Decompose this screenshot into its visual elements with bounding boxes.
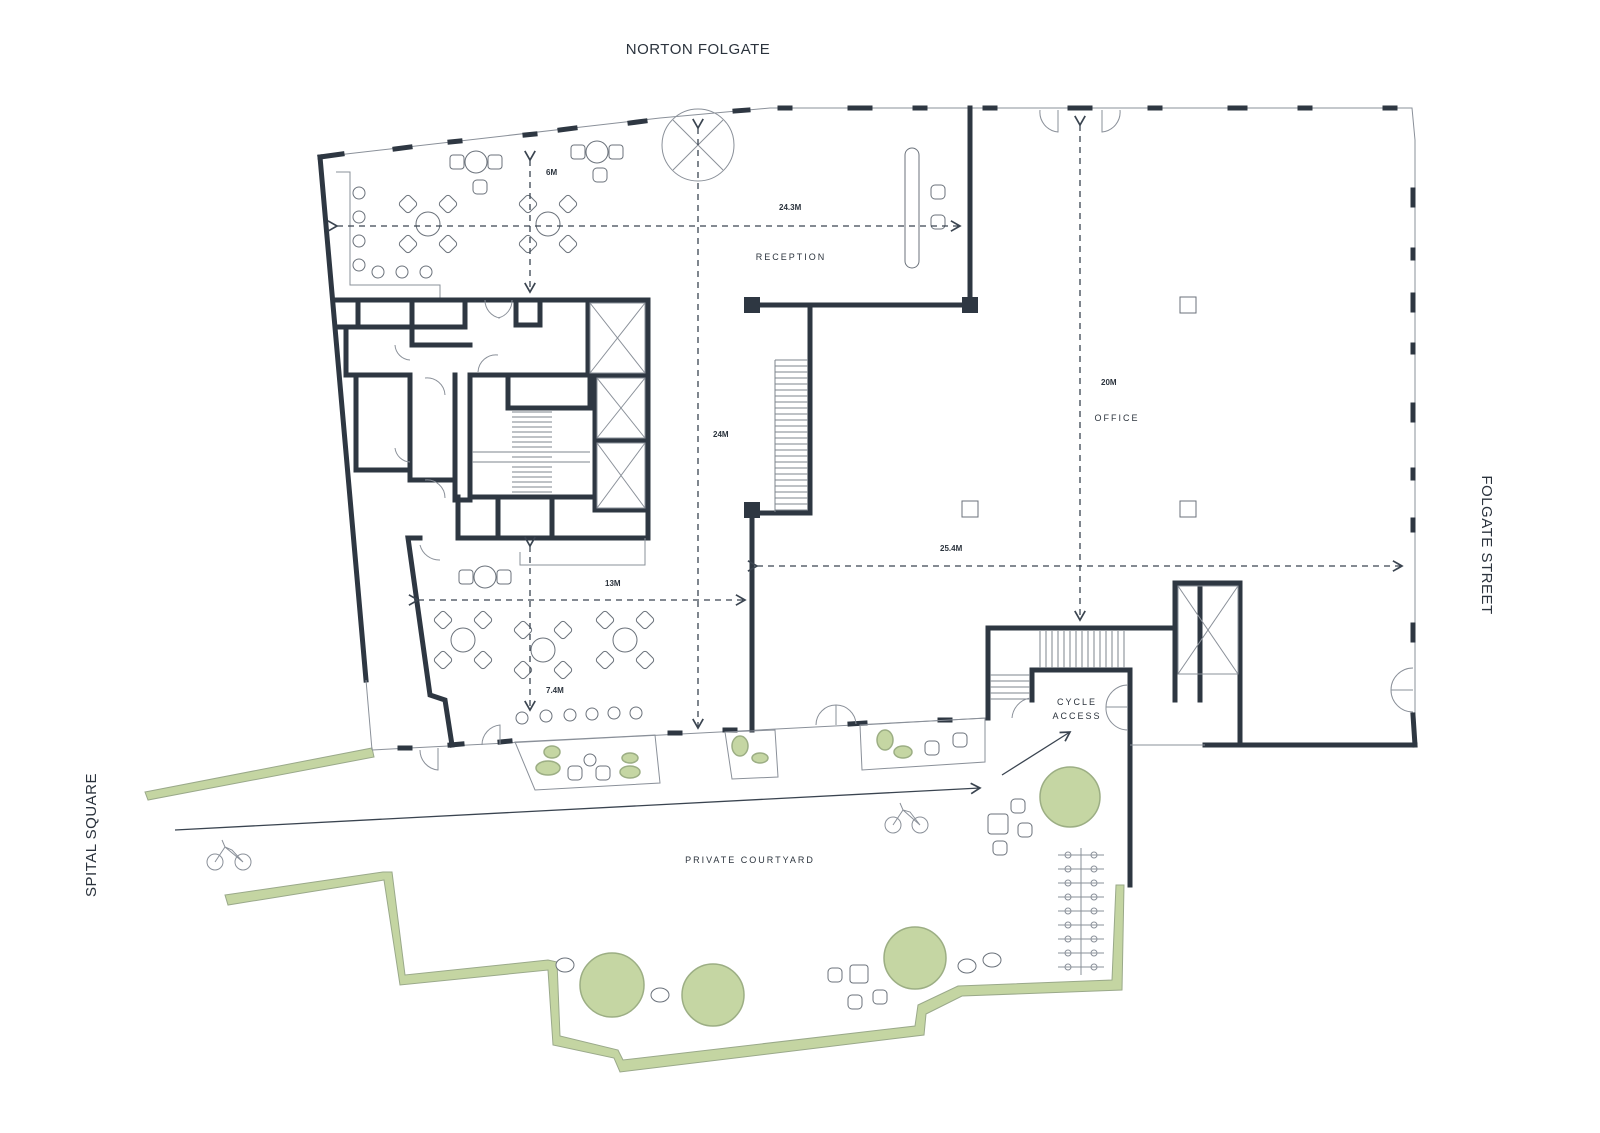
bicycle-icon <box>206 839 252 871</box>
cycle-stairs <box>990 631 1125 700</box>
dim-label-20m: 20M <box>1101 378 1117 387</box>
street-label-folgate-street: FOLGATE STREET <box>1478 475 1495 614</box>
room-label-reception: RECEPTION <box>756 252 827 262</box>
stool <box>419 265 433 279</box>
dim-label-13m: 13M <box>605 579 621 588</box>
room-label-cycle-access-2: ACCESS <box>1052 711 1101 721</box>
cycle-route <box>174 731 1104 975</box>
chair <box>1017 822 1033 838</box>
column <box>1179 296 1197 314</box>
table-with-chairs <box>449 150 503 174</box>
stool <box>629 706 643 720</box>
chair <box>472 179 488 195</box>
hedge-west <box>144 747 375 801</box>
dim-label-24m: 24M <box>713 430 729 439</box>
stool <box>607 706 621 720</box>
stool <box>352 210 366 224</box>
street-label-spital-square: SPITAL SQUARE <box>83 773 100 897</box>
stool <box>539 709 553 723</box>
room-label-private-courtyard: PRIVATE COURTYARD <box>685 855 815 865</box>
chair <box>930 214 946 230</box>
bike-racks <box>1058 848 1104 975</box>
stool <box>352 234 366 248</box>
table-with-chairs <box>398 194 458 254</box>
table-with-chairs <box>433 610 493 670</box>
chair <box>992 840 1008 856</box>
stepping-stone <box>982 952 1002 968</box>
table-with-chairs <box>458 565 512 589</box>
column <box>961 500 979 518</box>
room-label-cycle-access: CYCLE <box>1057 697 1097 707</box>
stool <box>515 711 529 725</box>
doors <box>394 109 1414 771</box>
chair <box>930 184 946 200</box>
column <box>1179 500 1197 518</box>
hedges <box>144 747 1125 1073</box>
dimension-lines <box>327 115 1404 730</box>
dim-label-25-4m: 25.4M <box>940 544 963 553</box>
dim-label-24-3m: 24.3M <box>779 203 802 212</box>
table <box>987 813 1009 835</box>
chair <box>592 167 608 183</box>
furniture <box>352 140 1033 1010</box>
stool <box>352 186 366 200</box>
stool <box>583 753 597 767</box>
chair <box>827 967 843 983</box>
stepping-stone <box>650 987 670 1003</box>
stool <box>563 708 577 722</box>
bicycle-icon <box>884 802 929 834</box>
trees <box>535 729 1101 1027</box>
chair <box>567 765 583 781</box>
chair <box>847 994 863 1010</box>
table-with-chairs <box>518 194 578 254</box>
dim-label-7-4m: 7.4M <box>546 686 564 695</box>
stool <box>395 265 409 279</box>
interior-walls <box>333 105 1418 888</box>
table-with-chairs <box>513 620 573 680</box>
hedge-south <box>224 871 1125 1073</box>
table-with-chairs <box>595 610 655 670</box>
stool <box>371 265 385 279</box>
stool <box>585 707 599 721</box>
table <box>849 964 869 984</box>
chair <box>924 740 940 756</box>
dim-label-6m: 6M <box>546 168 557 177</box>
stepping-stone <box>555 957 575 973</box>
lift-shafts <box>589 302 646 509</box>
stool <box>352 258 366 272</box>
main-stairs <box>774 359 808 512</box>
street-label-norton-folgate: NORTON FOLGATE <box>626 41 771 58</box>
stepping-stone <box>957 958 977 974</box>
chair <box>872 989 888 1005</box>
chair <box>952 732 968 748</box>
core-stairs <box>472 411 590 493</box>
room-label-office: OFFICE <box>1095 413 1140 423</box>
table-with-chairs <box>570 140 624 164</box>
chair <box>1010 798 1026 814</box>
chair <box>595 765 611 781</box>
